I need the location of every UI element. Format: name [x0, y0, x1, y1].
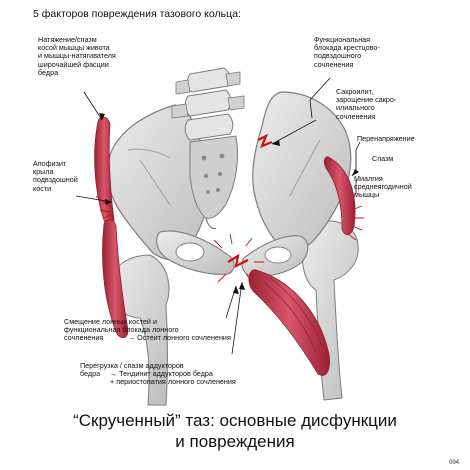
lumbar-spine — [171, 67, 245, 141]
caption-line-1: “Скрученный” таз: основные дисфункции — [73, 411, 397, 430]
leader-arrowheads — [99, 113, 359, 294]
iliac-apophysis-lesion-mark — [95, 195, 113, 219]
label-overstrain: Перенапряжение — [357, 134, 415, 143]
label-pubic-osteitis: → Остеит лонного сочленения — [128, 333, 231, 342]
gluteal-lesion-mark — [347, 205, 364, 241]
sacroiliac-lesion-mark — [257, 133, 273, 148]
left-fascia-lata-muscle — [102, 219, 129, 339]
page-code: 094 — [448, 460, 459, 466]
right-gluteus-medius-muscle — [323, 156, 356, 235]
right-adductor-muscle — [248, 269, 330, 376]
label-iliac-apophysitis: Апофизит крыла подвздошной кости — [33, 159, 78, 193]
label-adductor-tendinitis: → Тендинит аддукторов бедра + периостопа… — [110, 369, 236, 387]
label-adductor-overload: Перегрузка / спазм аддукторов бедра — [80, 361, 184, 379]
label-sacroiliitis: Сакроилит, зарощение сакро- илиального с… — [336, 87, 397, 121]
label-sacroiliac-block: Функциональная блокада крестцово- подвзд… — [314, 35, 380, 69]
label-spasm: Спазм — [372, 154, 394, 163]
right-femur — [302, 220, 359, 401]
label-pubic-displacement: Смещение лонных костей и функциональная … — [64, 317, 179, 343]
pubic-bones — [156, 230, 309, 277]
left-iliac-wing — [107, 104, 212, 261]
label-gluteal-myalgia: Миалгия среднеягодичной мышцы — [354, 174, 412, 200]
diagram-title: 5 факторов повреждения тазового кольца: — [33, 8, 241, 20]
label-abdominal-tension: Натяжение/спазм косой мышцы живота и мыш… — [38, 35, 116, 77]
pubic-symphysis-lesion-mark — [213, 233, 264, 283]
sacrum — [189, 135, 239, 230]
caption-line-2: и повреждения — [175, 432, 295, 451]
